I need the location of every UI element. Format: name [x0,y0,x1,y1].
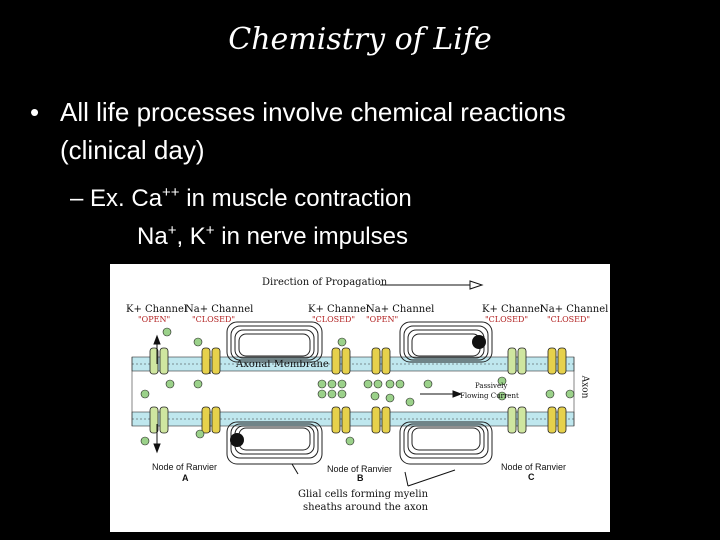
axon-label: Axon [579,375,590,399]
node-ranvier-b: Node of Ranvier [327,464,393,474]
slide-title: Chemistry of Life [228,22,492,57]
nerve-impulse-diagram: Direction of Propagation K+ Channel Na+ … [110,264,610,532]
bullet-1-text: All life processes involve chemical reac… [60,97,566,165]
k-channel-label-c: K+ Channel [482,304,544,315]
sub-bullet-1: – Ex. Ca++ in muscle contraction [70,173,412,219]
closed-label-c1: "CLOSED" [485,315,529,324]
channels-node-c [507,347,567,434]
node-a-letter: A [182,473,189,483]
flowing-current-label: Flowing Current [460,392,519,400]
sub-bullet-1-prefix: – Ex. Ca [70,185,163,212]
node-ranvier-a: Node of Ranvier [152,462,218,472]
na-channel-label-b: Na+ Channel [366,304,435,315]
ions [140,327,575,446]
myelin-sheath-right [399,321,493,465]
closed-label-c2: "CLOSED" [547,315,591,324]
channels-node-b [331,347,391,434]
propagation-arrowhead [469,280,484,290]
node-c-letter: C [528,472,535,482]
glial-caption-line1: Glial cells forming myelin [298,489,429,500]
na-label: Na [137,223,168,250]
na-charge: + [167,222,177,239]
closed-label-b: "CLOSED" [312,315,356,324]
sub-bullet-1-suffix: in muscle contraction [179,185,412,212]
closed-label-a: "CLOSED" [192,315,236,324]
k-channel-label-b: K+ Channel [308,304,370,315]
k-channel-label-a: K+ Channel [126,304,188,315]
bullet-marker: • [30,97,40,127]
k-charge: + [205,222,215,239]
node-ranvier-c: Node of Ranvier [501,462,567,472]
open-label-a: "OPEN" [138,315,171,324]
sub-bullet-2: Na+, K+ in nerve impulses [137,214,408,254]
passively-label: Passively [475,382,508,390]
na-channel-label-a: Na+ Channel [185,304,254,315]
black-ion-top [472,335,486,349]
node-b-letter: B [357,473,364,483]
na-channel-label-c: Na+ Channel [540,304,609,315]
axon-illustration [131,280,575,487]
sub-bullet-2-suffix: in nerve impulses [214,223,408,250]
channels-node-a [149,347,221,434]
glial-caption-line2: sheaths around the axon [303,502,429,513]
axonal-membrane-label: Axonal Membrane [236,359,329,370]
direction-label: Direction of Propagation [262,277,388,288]
black-ion-bottom [230,433,244,447]
current-arrows [153,334,463,487]
k-label: , K [176,223,206,250]
open-label-b: "OPEN" [366,315,399,324]
ca-charge: ++ [162,184,180,201]
